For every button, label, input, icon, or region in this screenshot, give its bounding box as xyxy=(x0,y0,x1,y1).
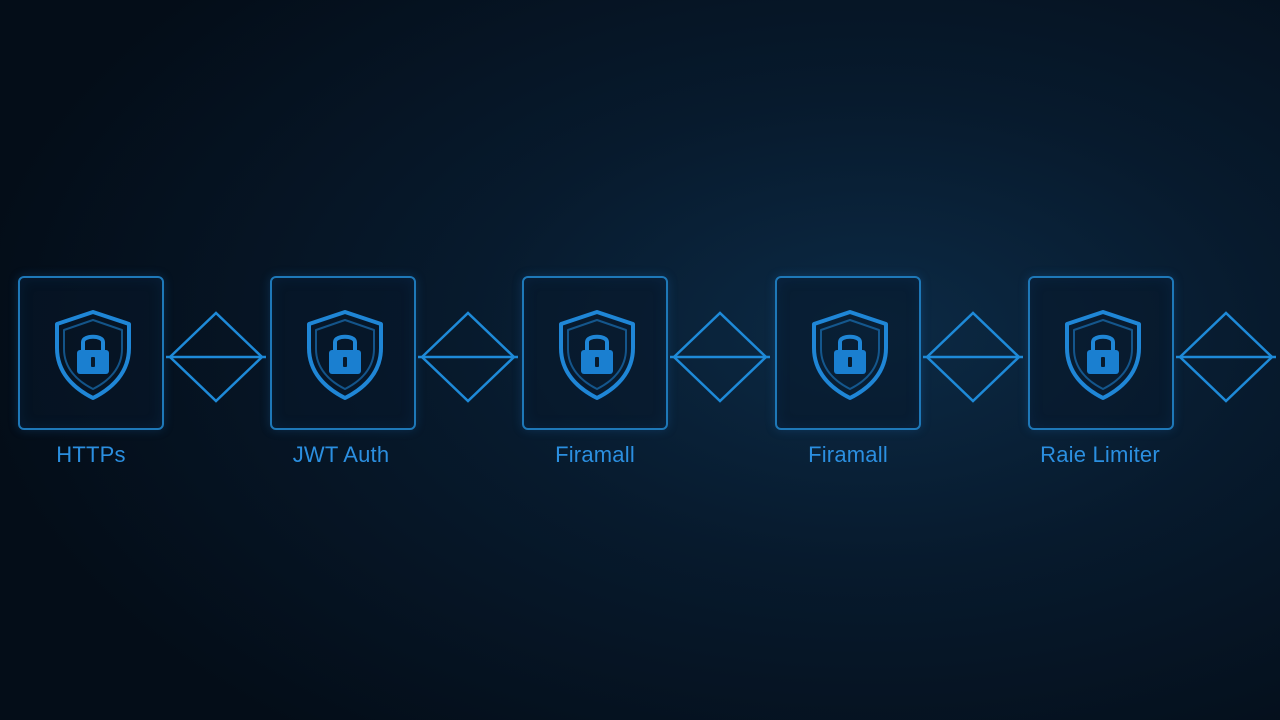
shield-lock-icon xyxy=(812,310,888,400)
layer-label: Firamall xyxy=(808,442,888,467)
layer-box-rate-limiter xyxy=(1028,276,1174,430)
layer-box-firewall-1 xyxy=(522,276,668,430)
layer-box-jwt-auth xyxy=(270,276,416,430)
layer-label: JWT Auth xyxy=(292,442,390,467)
diamond-arrow-icon xyxy=(923,311,1023,403)
layer-box-firewall-2 xyxy=(775,276,921,430)
layer-label: Raie Limiter xyxy=(1040,442,1160,467)
diamond-arrow-icon xyxy=(1176,311,1276,403)
layer-label: HTTPs xyxy=(56,442,126,467)
diamond-arrow-icon xyxy=(670,311,770,403)
layer-label: Firamall xyxy=(555,442,635,467)
shield-lock-icon xyxy=(55,310,131,400)
diamond-arrow-icon xyxy=(166,311,266,403)
shield-lock-icon xyxy=(1065,310,1141,400)
shield-lock-icon xyxy=(559,310,635,400)
layer-box-https xyxy=(18,276,164,430)
shield-lock-icon xyxy=(307,310,383,400)
diamond-arrow-icon xyxy=(418,311,518,403)
